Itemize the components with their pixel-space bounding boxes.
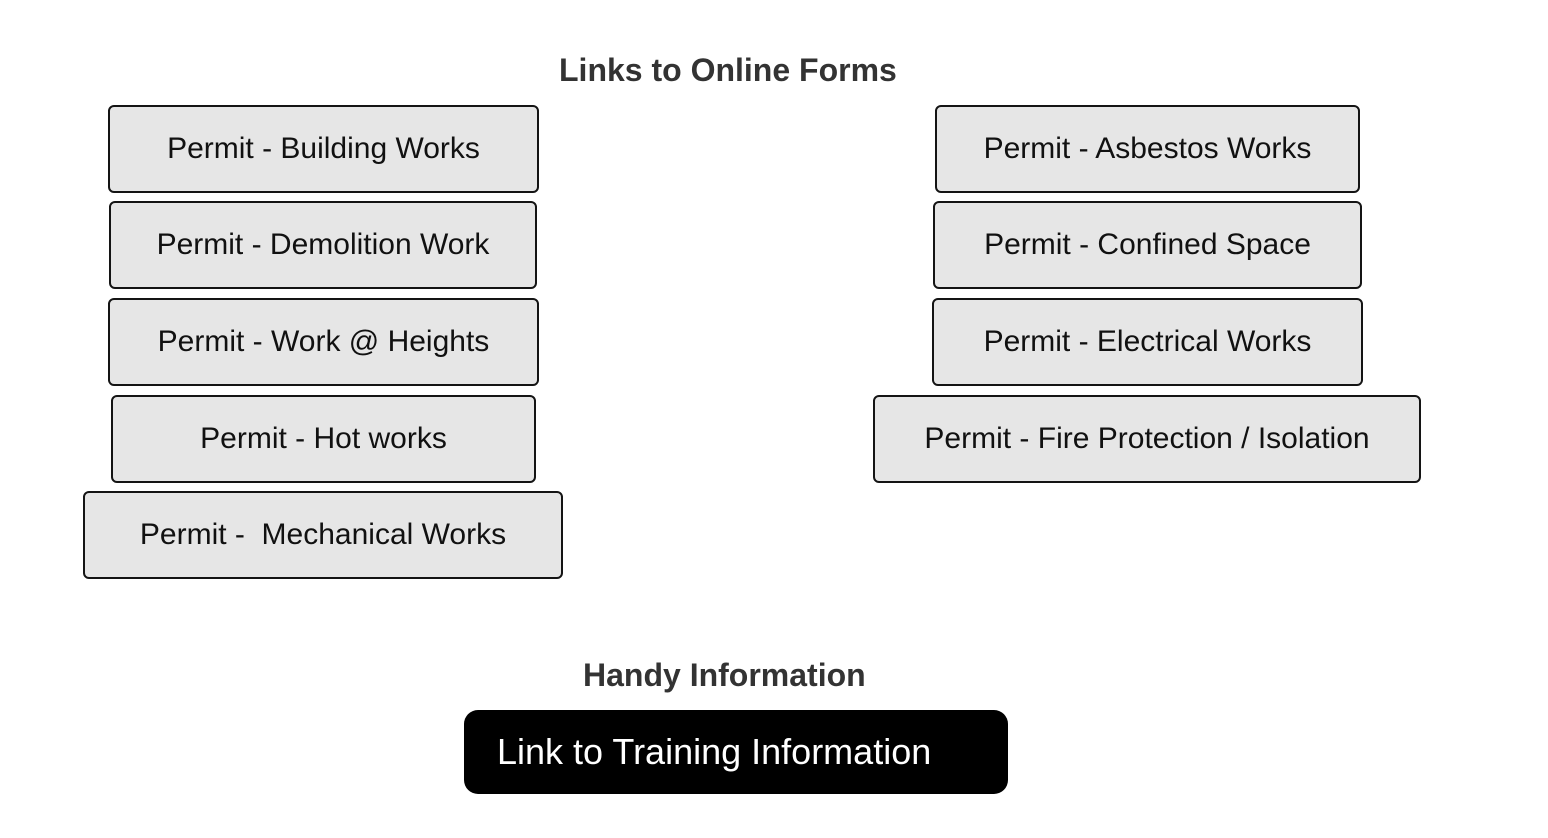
permit-demolition-work-button[interactable]: Permit - Demolition Work: [109, 201, 537, 289]
permit-hot-works-button[interactable]: Permit - Hot works: [111, 395, 536, 483]
permit-fire-protection-isolation-button[interactable]: Permit - Fire Protection / Isolation: [873, 395, 1421, 483]
permit-work-at-heights-button[interactable]: Permit - Work @ Heights: [108, 298, 539, 386]
permit-building-works-button[interactable]: Permit - Building Works: [108, 105, 539, 193]
online-forms-heading: Links to Online Forms: [559, 52, 897, 88]
permit-mechanical-works-button[interactable]: Permit - Mechanical Works: [83, 491, 563, 579]
handy-information-heading: Handy Information: [583, 657, 866, 693]
training-information-link-button[interactable]: Link to Training Information: [464, 710, 1008, 794]
permit-electrical-works-button[interactable]: Permit - Electrical Works: [932, 298, 1363, 386]
permit-confined-space-button[interactable]: Permit - Confined Space: [933, 201, 1362, 289]
permit-asbestos-works-button[interactable]: Permit - Asbestos Works: [935, 105, 1360, 193]
